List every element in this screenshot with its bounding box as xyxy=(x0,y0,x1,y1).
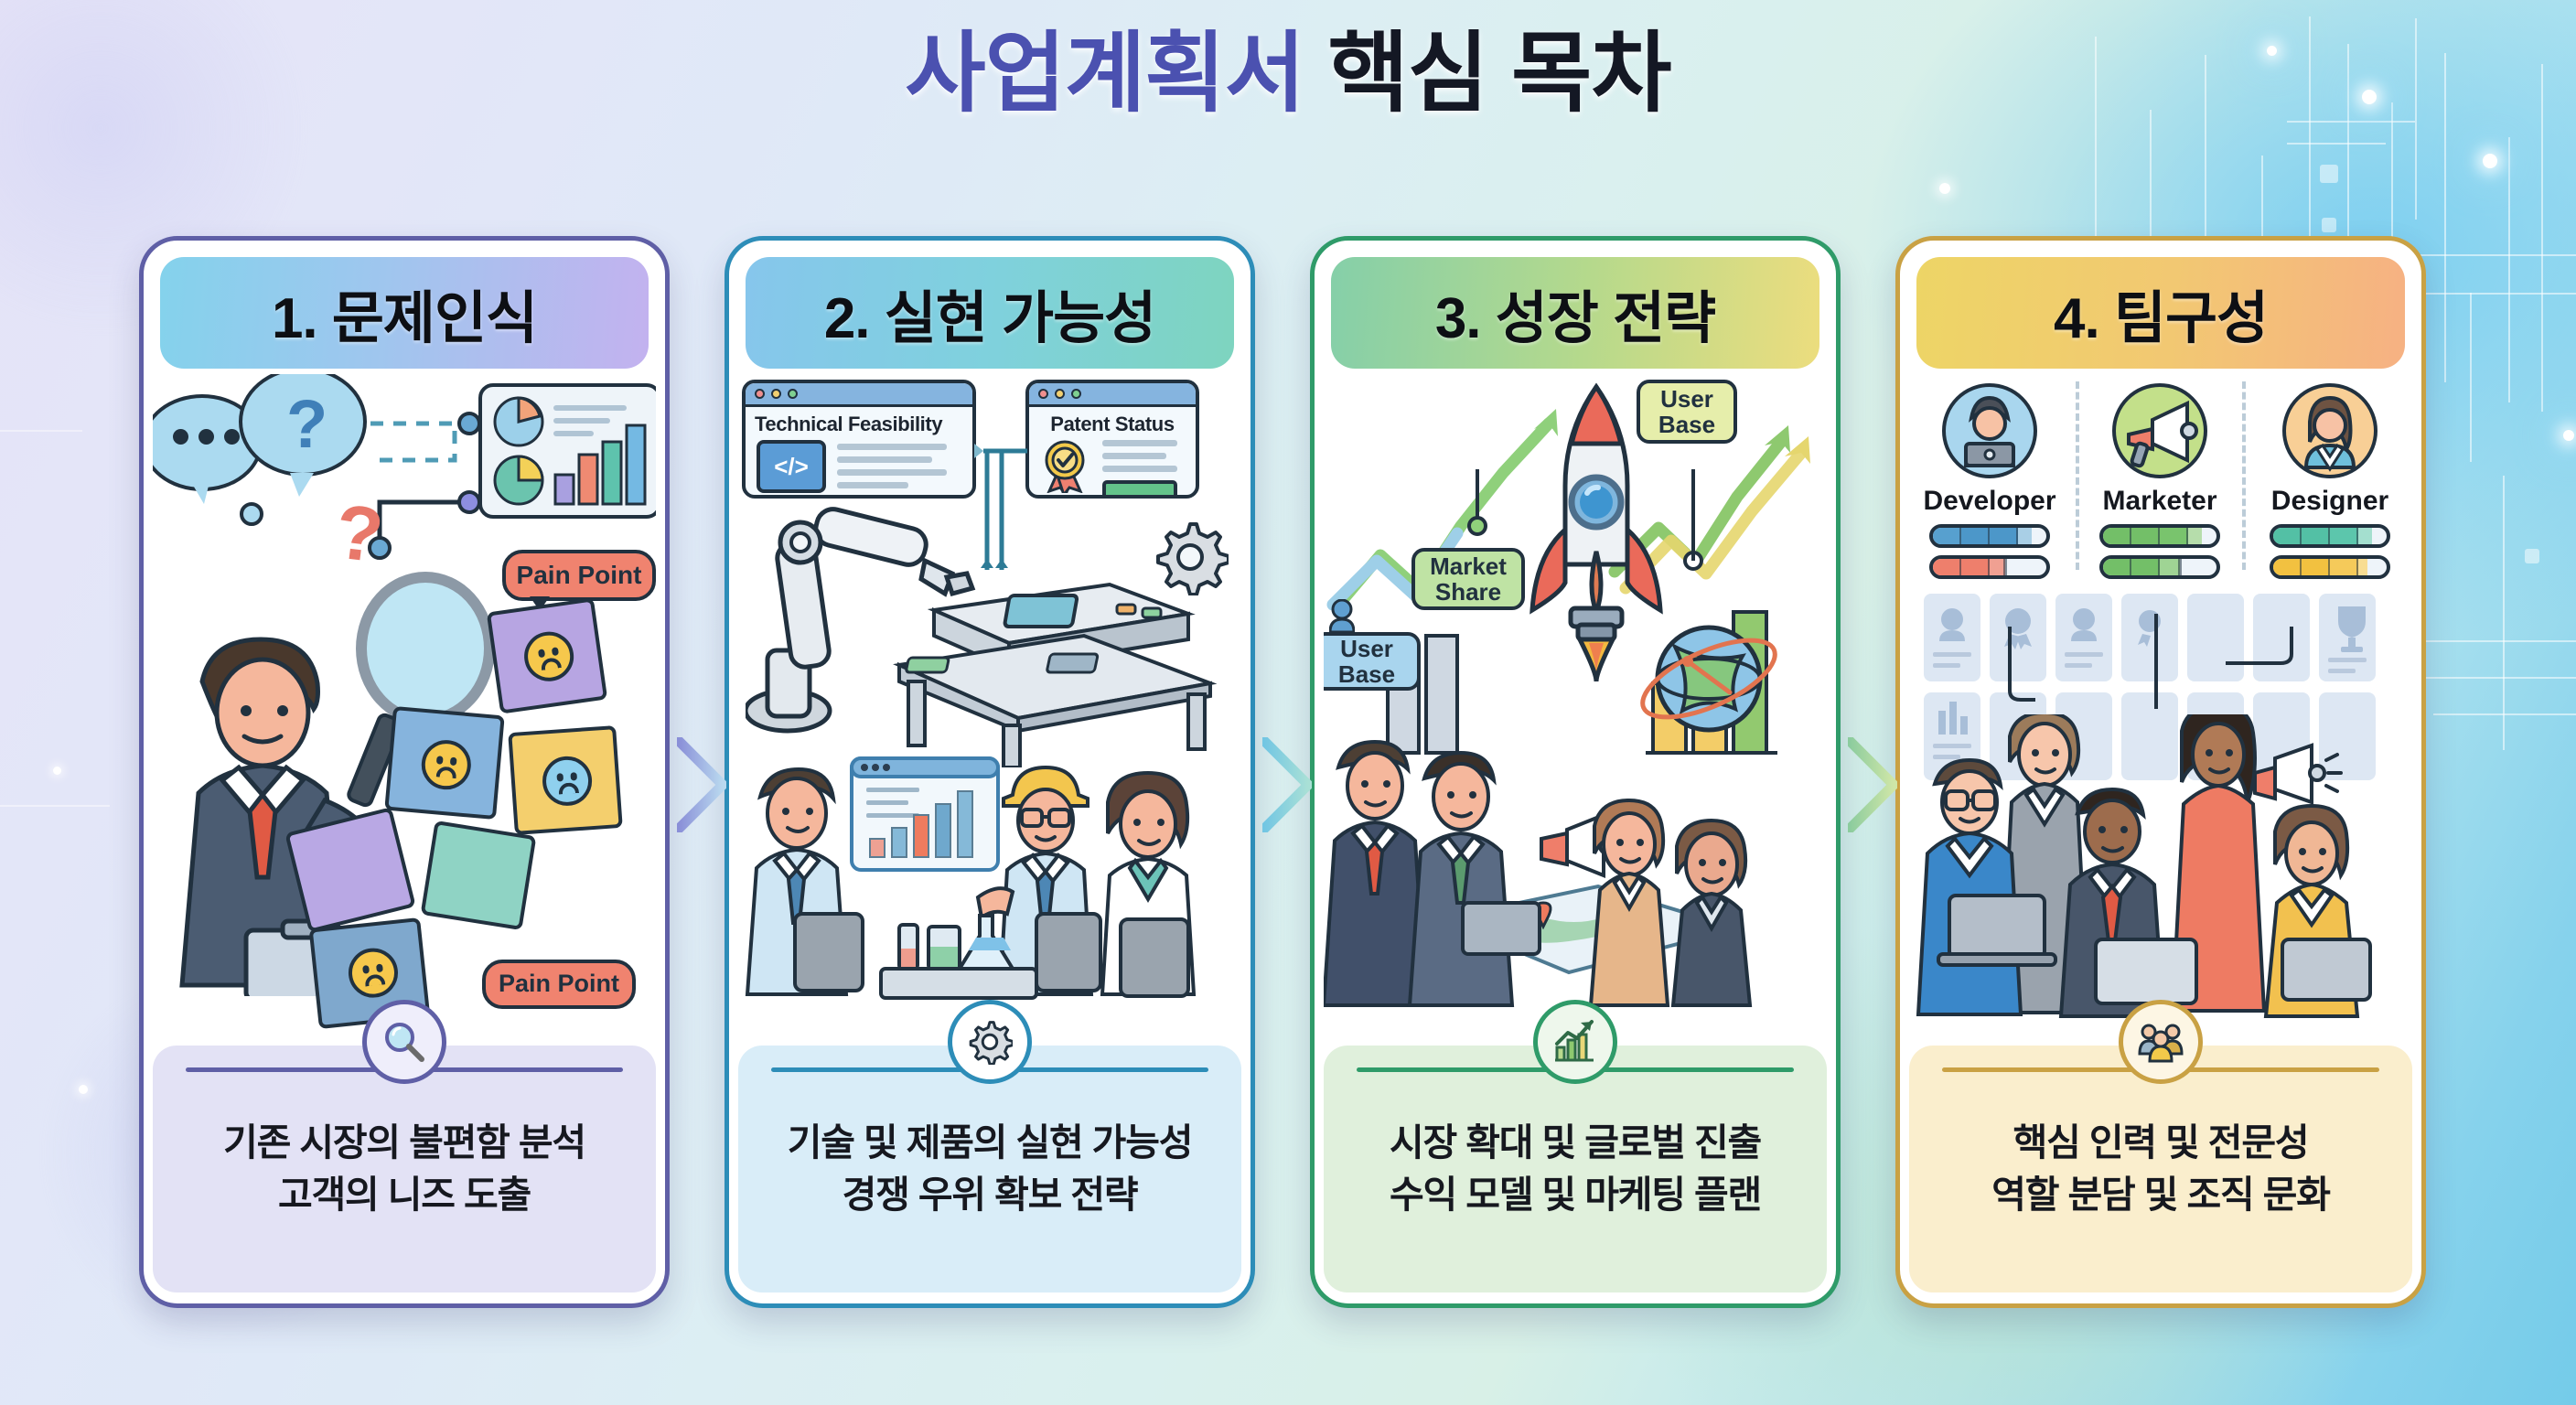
card-1-title: 1. 문제인식 xyxy=(271,287,538,350)
speech-bubble-question xyxy=(239,374,367,477)
speech-bubble-small xyxy=(240,502,263,526)
card-3-team-figures xyxy=(1324,736,1818,1029)
puzzle-piece-blue xyxy=(384,705,505,820)
globe-illustration xyxy=(1631,601,1787,761)
card-2-team-figures xyxy=(738,753,1232,1027)
user-base-label-left-text: User Base xyxy=(1337,634,1396,688)
card-4-footer-line-1: 핵심 인력 및 전문성 xyxy=(2012,1121,2310,1164)
user-base-label-left: User Base xyxy=(1324,632,1421,691)
gear-icon-illustration xyxy=(1152,519,1230,600)
code-icon: </> xyxy=(757,440,826,493)
marketer-avatar xyxy=(2112,383,2207,478)
card-3-title: 3. 성장 전략 xyxy=(1434,287,1716,350)
connector-arrow-3 xyxy=(1844,735,1899,834)
card-2-title: 2. 실현 가능성 xyxy=(823,287,1156,350)
magnifier-icon xyxy=(362,1000,446,1084)
pain-point-badge-top: Pain Point xyxy=(502,550,656,611)
step-card-2[interactable]: 2. 실현 가능성 Technical Feasibility </> xyxy=(724,236,1255,1308)
card-4-title: 4. 팀구성 xyxy=(2053,287,2269,350)
technical-feasibility-title: Technical Feasibility xyxy=(755,413,943,435)
flow-arrows xyxy=(974,444,1027,570)
page-title: 사업계획서 핵심 목차 xyxy=(0,26,2576,123)
card-3-header: 3. 성장 전략 xyxy=(1331,257,1819,369)
card-2-footer-line-1: 기술 및 제품의 실현 가능성 xyxy=(787,1121,1194,1164)
question-glyph: ? xyxy=(286,386,328,462)
user-base-left-figure xyxy=(1328,598,1356,637)
patent-status-title: Patent Status xyxy=(1050,413,1175,435)
analytics-panel xyxy=(478,383,656,519)
gear-icon xyxy=(948,1000,1032,1084)
window-titlebar xyxy=(1029,383,1196,407)
card-3-footer: 시장 확대 및 글로벌 진출 수익 모델 및 마케팅 플랜 xyxy=(1324,1000,1827,1292)
card-4-footer-line-2: 역할 분담 및 조직 문화 xyxy=(1991,1173,2331,1216)
card-4-illustration: Developer Marketer xyxy=(1909,374,2412,1046)
pain-point-label-1: Pain Point xyxy=(516,560,642,589)
user-base-label-right-text: User Base xyxy=(1658,384,1716,438)
card-4-header: 4. 팀구성 xyxy=(1916,257,2405,369)
patent-status-window: Patent Status xyxy=(1025,380,1199,499)
developer-skillbar-2 xyxy=(1929,555,2050,579)
designer-skillbar-1 xyxy=(2270,524,2390,548)
user-base-label-right: User Base xyxy=(1637,380,1737,444)
market-share-label-text: Market Share xyxy=(1430,552,1507,606)
puzzle-piece-purple xyxy=(486,597,608,714)
card-4-team-figures xyxy=(1909,702,2409,1035)
marketer-skillbar-2 xyxy=(2099,555,2220,579)
market-share-label: Market Share xyxy=(1411,548,1525,610)
profile-card-grid xyxy=(1922,594,2401,813)
card-2-illustration: Technical Feasibility </> Patent Status xyxy=(738,374,1241,1046)
pain-point-badge-bottom: Pain Point xyxy=(482,960,636,1009)
pain-point-label-2: Pain Point xyxy=(498,970,619,998)
marketer-skillbar-1 xyxy=(2099,524,2220,548)
people-group-icon xyxy=(2119,1000,2203,1084)
connector-arrow-1 xyxy=(673,735,728,834)
developer-avatar xyxy=(1942,383,2037,478)
role-divider-1 xyxy=(2076,381,2079,570)
rocket-illustration xyxy=(1514,381,1679,688)
card-1-footer-line-1: 기존 시장의 불편함 분석 xyxy=(223,1121,586,1164)
robot-arm xyxy=(743,482,1002,743)
developer-skillbar-1 xyxy=(1929,524,2050,548)
designer-avatar xyxy=(2282,383,2377,478)
window-titlebar xyxy=(746,383,972,407)
role-divider-2 xyxy=(2242,381,2246,570)
developer-role-label: Developer xyxy=(1923,486,2056,516)
puzzle-piece-yellow xyxy=(508,725,623,835)
card-2-footer-line-2: 경쟁 우위 확보 전략 xyxy=(842,1173,1139,1216)
title-part-2: 핵심 목차 xyxy=(1327,25,1672,123)
card-3-footer-line-1: 시장 확대 및 글로벌 진출 xyxy=(1390,1121,1762,1164)
card-1-illustration: ? xyxy=(153,374,656,1046)
step-card-1[interactable]: 1. 문제인식 ? xyxy=(139,236,670,1308)
title-part-1: 사업계획서 xyxy=(905,25,1305,123)
card-3-footer-line-2: 수익 모델 및 마케팅 플랜 xyxy=(1390,1173,1762,1216)
card-2-footer: 기술 및 제품의 실현 가능성 경쟁 우위 확보 전략 xyxy=(738,1000,1241,1292)
card-2-header: 2. 실현 가능성 xyxy=(746,257,1234,369)
connector-arrow-2 xyxy=(1259,735,1314,834)
technical-feasibility-window: Technical Feasibility </> xyxy=(742,380,976,499)
step-card-3[interactable]: 3. 성장 전략 xyxy=(1310,236,1841,1308)
card-4-footer: 핵심 인력 및 전문성 역할 분담 및 조직 문화 xyxy=(1909,1000,2412,1292)
designer-role-label: Designer xyxy=(2270,486,2389,516)
card-1-header: 1. 문제인식 xyxy=(160,257,649,369)
status-bar-green xyxy=(1102,480,1177,495)
award-ribbon-icon xyxy=(1036,436,1093,495)
solid-connector xyxy=(368,490,481,560)
card-3-illustration: User Base Market Share User Base xyxy=(1324,374,1827,1046)
step-card-4[interactable]: 4. 팀구성 Developer xyxy=(1895,236,2426,1308)
card-1-footer: 기존 시장의 불편함 분석 고객의 니즈 도출 xyxy=(153,1000,656,1292)
growth-chart-icon xyxy=(1533,1000,1617,1084)
designer-skillbar-2 xyxy=(2270,555,2390,579)
puzzle-piece-teal xyxy=(420,820,537,931)
card-1-footer-line-2: 고객의 니즈 도출 xyxy=(277,1173,531,1216)
lab-machine-desk xyxy=(881,548,1229,772)
marketer-role-label: Marketer xyxy=(2102,486,2217,516)
